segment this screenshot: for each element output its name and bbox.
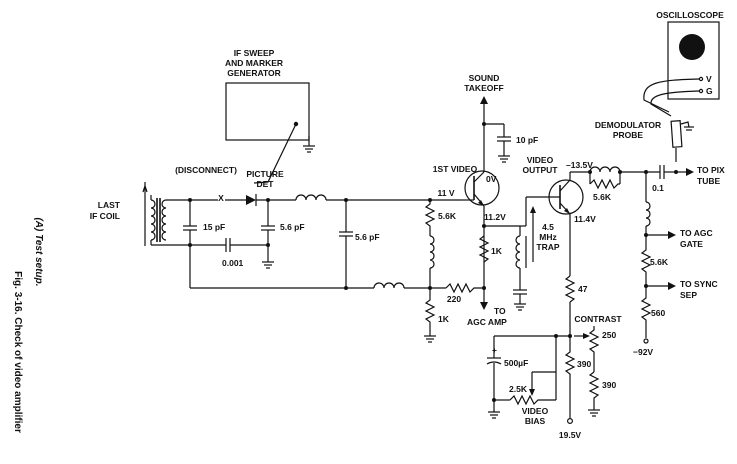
trap-label-1: 4.5	[542, 222, 554, 232]
picture-det-label-1: PICTURE	[246, 169, 284, 179]
to-sync-sep-arrow-icon	[668, 282, 676, 290]
video-output-label-2: OUTPUT	[523, 165, 559, 175]
picture-det-label-2: DET	[257, 179, 275, 189]
v-11-label: 11 V	[437, 188, 454, 198]
scope-v-terminal: V	[706, 74, 712, 84]
c-10pf-label: 10 pF	[516, 135, 538, 145]
r-220-label: 220	[447, 294, 461, 304]
contrast-bias-network: CONTRAST 250 390 390 19.5V 500µF +	[486, 314, 622, 440]
to-pix-tube-label-1: TO PIX	[697, 165, 725, 175]
to-agc-gate-arrow-icon	[668, 231, 676, 239]
disconnect-label: (DISCONNECT)	[175, 165, 237, 175]
scope-g-terminal: G	[706, 86, 713, 96]
c-500uf-plus: +	[492, 345, 497, 355]
caption-title: Fig. 3-16. Check of video amplifier	[12, 271, 23, 433]
v-135-label: –13.5V	[566, 160, 593, 170]
to-agc-amp-label-2: AGC AMP	[467, 317, 507, 327]
video-bias-label-2: BIAS	[525, 416, 546, 426]
scope-screen-icon	[679, 34, 705, 60]
c-500uf-label: 500µF	[504, 358, 528, 368]
contrast-label: CONTRAST	[574, 314, 622, 324]
detector-diode-icon	[246, 195, 256, 205]
to-sync-sep-label-1: TO SYNC	[680, 279, 718, 289]
trap-label-3: TRAP	[536, 242, 559, 252]
r-1k-b-label: 1K	[438, 314, 450, 324]
r-47-label: 47	[578, 284, 588, 294]
v-0-label: 0V	[486, 174, 497, 184]
oscilloscope: OSCILLOSCOPE V G	[643, 10, 724, 117]
r-250-label: 250	[602, 330, 616, 340]
v-114-label: 11.4V	[574, 214, 596, 224]
agc-amp-arrow-icon	[480, 302, 488, 310]
first-video-label: 1ST VIDEO	[433, 164, 478, 174]
sound-takeoff-arrow-icon	[480, 96, 488, 104]
to-pix-tube-label-2: TUBE	[697, 176, 720, 186]
sound-takeoff-label-1: SOUND	[469, 73, 500, 83]
demodulator-probe: DEMODULATOR PROBE	[595, 120, 694, 162]
video-bias-label-1: VIDEO	[522, 406, 549, 416]
generator-label-3: GENERATOR	[227, 68, 281, 78]
last-if-coil: LAST IF COIL	[90, 182, 167, 246]
disconnect-mark: X	[218, 193, 224, 203]
video-output-stage: VIDEO OUTPUT –13.5V 11.4V 47 5.6K 0.1	[520, 155, 725, 357]
r-56k-b-label: 5.6K	[593, 192, 612, 202]
generator-label-1: IF SWEEP	[234, 48, 275, 58]
probe-label-1: DEMODULATOR	[595, 120, 661, 130]
to-agc-amp-label-1: TO	[494, 306, 506, 316]
r-390-a-label: 390	[577, 359, 591, 369]
generator-label-2: AND MARKER	[225, 58, 283, 68]
r-560-label: 560	[651, 308, 665, 318]
caption-subtitle: (A) Test setup.	[33, 217, 44, 286]
c-56pf-b-label: 5.6 pF	[355, 232, 380, 242]
to-agc-gate-label-1: TO AGC	[680, 228, 713, 238]
c-15pf-label: 15 pF	[203, 222, 225, 232]
detector-stage: X (DISCONNECT) PICTURE DET 15 pF 0.001	[151, 165, 462, 290]
to-pix-tube-arrow-icon	[686, 168, 694, 176]
r-56k-a-label: 5.6K	[438, 211, 457, 221]
sound-takeoff-label-2: TAKEOFF	[464, 83, 504, 93]
v-neg92-label: −92V	[633, 347, 653, 357]
c-56pf-a-label: 5.6 pF	[280, 222, 305, 232]
v-112-label: 11.2V	[484, 212, 506, 222]
if-sweep-generator: IF SWEEP AND MARKER GENERATOR	[225, 48, 315, 184]
trap-label-2: MHz	[539, 232, 556, 242]
first-video-stage: 1ST VIDEO 11 V 0V 11.2V SOUND TAKEOFF 10…	[424, 73, 560, 343]
r-1k-a-label: 1K	[491, 246, 503, 256]
v-195-label: 19.5V	[559, 430, 582, 440]
r-25k-label: 2.5K	[509, 384, 528, 394]
c-0001-label: 0.001	[222, 258, 244, 268]
probe-label-2: PROBE	[613, 130, 644, 140]
r-56k-c-label: 5.6K	[650, 257, 669, 267]
c-01-label: 0.1	[652, 183, 664, 193]
video-output-label-1: VIDEO	[527, 155, 554, 165]
figure-caption: (A) Test setup. Fig. 3-16. Check of vide…	[12, 217, 44, 432]
to-sync-sep-label-2: SEP	[680, 290, 697, 300]
if-coil-label-2: IF COIL	[90, 211, 120, 221]
to-agc-gate-label-2: GATE	[680, 239, 703, 249]
oscilloscope-label: OSCILLOSCOPE	[656, 10, 724, 20]
if-coil-label-1: LAST	[98, 200, 121, 210]
r-390-b-label: 390	[602, 380, 616, 390]
